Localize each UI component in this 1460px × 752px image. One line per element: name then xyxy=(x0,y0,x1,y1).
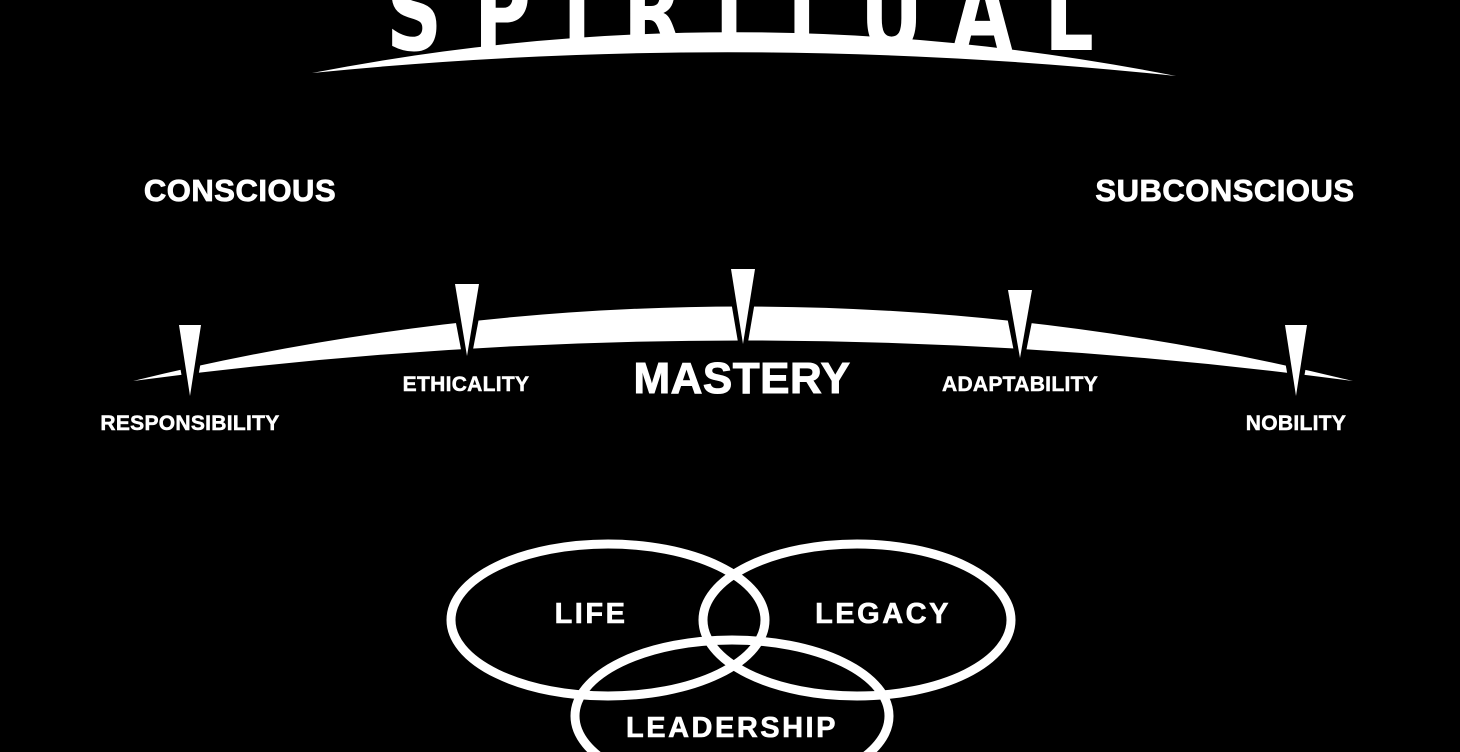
tick-spike-ethicality xyxy=(455,284,479,356)
center-label-mastery: MASTERY xyxy=(633,354,851,403)
venn-label-legacy: LEGACY xyxy=(815,598,951,630)
tick-spike-mastery xyxy=(731,269,755,344)
tick-spike-adaptability xyxy=(1008,290,1032,358)
venn-ellipse-life xyxy=(446,539,770,701)
venn-ellipse-legacy xyxy=(698,539,1016,701)
tick-spike-nobility xyxy=(1285,325,1307,396)
tick-label-adaptability: ADAPTABILITY xyxy=(941,373,1099,396)
venn-ellipse-leadership xyxy=(570,635,894,752)
title-swoosh xyxy=(312,32,1176,76)
scale-arc xyxy=(133,306,1353,381)
venn-label-life: LIFE xyxy=(554,598,628,630)
heading-subconscious: SUBCONSCIOUS xyxy=(1095,173,1355,208)
tick-label-responsibility: RESPONSIBILITY xyxy=(100,412,280,435)
tick-label-nobility: NOBILITY xyxy=(1245,412,1347,435)
venn-label-leadership: LEADERSHIP xyxy=(626,712,838,744)
tick-spike-responsibility xyxy=(179,325,201,396)
heading-conscious: CONSCIOUS xyxy=(143,173,337,208)
tick-label-ethicality: ETHICALITY xyxy=(402,373,530,396)
